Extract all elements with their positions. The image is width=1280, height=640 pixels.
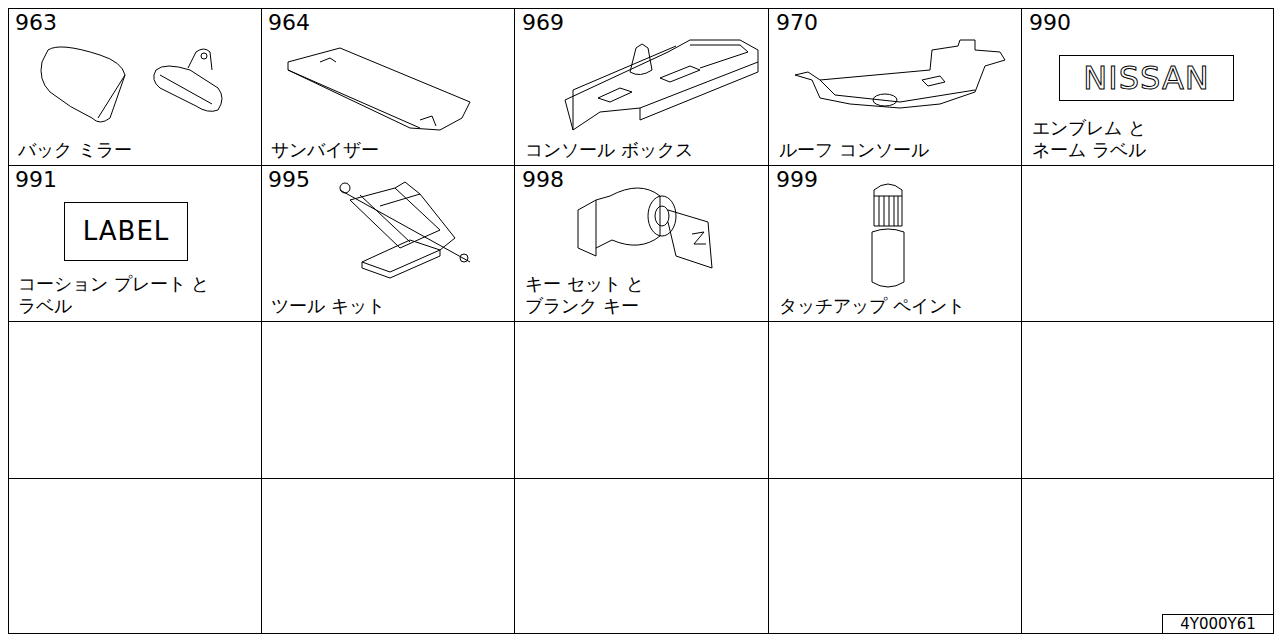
part-name: エンブレム と ネーム ラベル [1032, 117, 1182, 161]
part-name: サンバイザー [271, 139, 506, 161]
emblem-text: NISSAN [1060, 56, 1233, 100]
callout-number: 995 [268, 168, 310, 192]
callout-number: 998 [522, 168, 564, 192]
callout-number: 963 [15, 11, 57, 35]
callout-number: 999 [776, 168, 818, 192]
callout-number: 970 [776, 11, 818, 35]
part-name: タッチアップ ペイント [779, 295, 1014, 317]
callout-number: 964 [268, 11, 310, 35]
part-name: コーション プレート と ラベル [18, 273, 258, 317]
callout-number: 969 [522, 11, 564, 35]
part-name: キー セット と ブランク キー [525, 273, 695, 317]
label-text: LABEL [65, 203, 187, 260]
part-name: ルーフ コンソール [779, 139, 1014, 161]
part-name: コンソール ボックス [525, 139, 760, 161]
part-name: バック ミラー [18, 139, 253, 161]
callout-number: 991 [15, 168, 57, 192]
part-name: ツール キット [271, 295, 506, 317]
diagram-code: 4Y000Y61 [1163, 615, 1273, 633]
callout-number: 990 [1029, 11, 1071, 35]
